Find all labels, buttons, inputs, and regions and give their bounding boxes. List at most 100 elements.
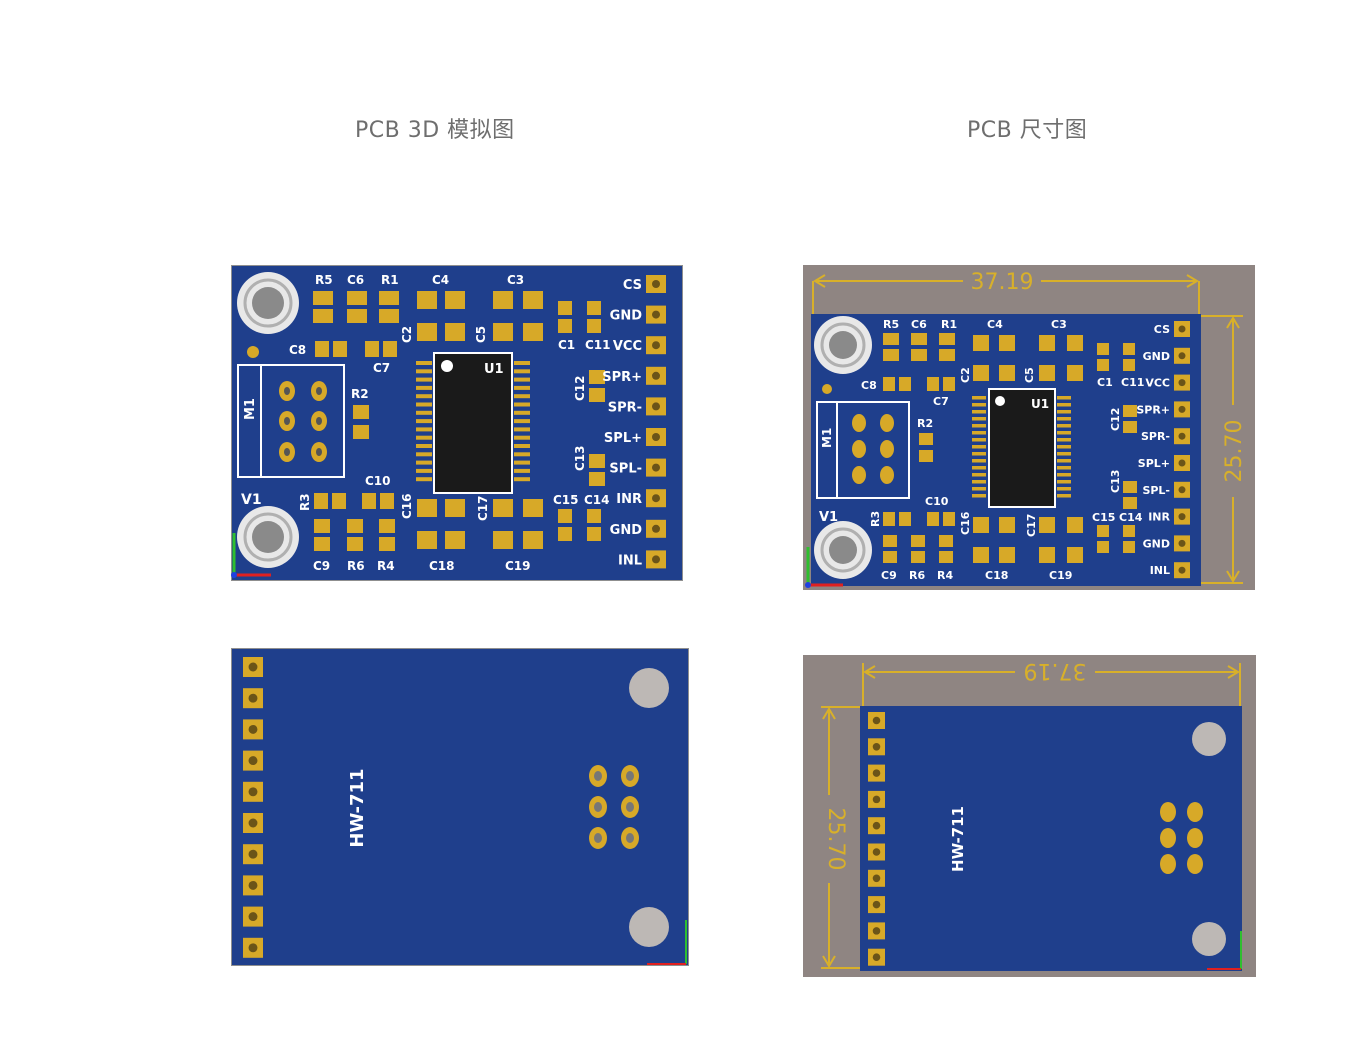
pin-7-splminus-label: SPL- <box>609 462 642 477</box>
edge-pad-hole <box>872 927 881 935</box>
ic-pin <box>972 410 986 414</box>
label-c5: C5 <box>1023 367 1036 383</box>
ic-pin <box>514 385 530 390</box>
ic-pin <box>1057 410 1071 414</box>
board-outline <box>231 648 689 966</box>
label-c15: C15 <box>1092 511 1115 524</box>
ic-pin <box>1057 487 1071 491</box>
ic-pin <box>514 394 530 399</box>
pin-2-gnd-label: GND <box>1143 350 1170 363</box>
m1-connector: M1 <box>816 401 910 499</box>
label-c1: C1 <box>1097 376 1113 389</box>
label-r4: R4 <box>937 569 953 582</box>
ic-pin <box>972 403 986 407</box>
connector-pads <box>1160 802 1203 874</box>
label-c2: C2 <box>400 326 414 343</box>
m1-label: M1 <box>820 428 834 448</box>
edge-pad-hole <box>248 818 258 828</box>
height-value: 25.70 <box>1222 420 1247 483</box>
ic-pin <box>1057 452 1071 456</box>
u1-ic: U1 <box>972 388 1071 508</box>
pin-2-gnd-hole <box>652 310 660 319</box>
edge-pad-hole <box>248 662 258 672</box>
ic-pin <box>514 468 530 473</box>
pin-3-vcc-hole <box>652 341 660 350</box>
edge-pad-hole <box>248 693 258 703</box>
label-r6: R6 <box>347 559 365 573</box>
m1-label: M1 <box>243 398 258 420</box>
label-r6: R6 <box>909 569 925 582</box>
ic-pin <box>1057 438 1071 442</box>
label-c12: C12 <box>1109 408 1122 431</box>
pin-2-gnd-hole <box>1178 352 1186 360</box>
mounting-hole-bottom <box>629 907 669 947</box>
smd-pads <box>313 291 605 551</box>
board-label: HW-711 <box>347 768 368 847</box>
ic-pin <box>514 410 530 415</box>
ic-pin <box>1057 445 1071 449</box>
label-r5: R5 <box>315 273 333 287</box>
fiducial-pad <box>822 384 832 394</box>
edge-pad-hole <box>872 848 881 856</box>
width-dimension <box>862 663 1241 706</box>
label-c16: C16 <box>400 493 414 519</box>
label-c11: C11 <box>1121 376 1144 389</box>
pin-7-splminus-label: SPL- <box>1142 484 1170 497</box>
ic-pin <box>514 444 530 448</box>
edge-pad-hole <box>872 900 881 909</box>
pin-8-inr-hole <box>652 494 660 503</box>
mounting-hole-bottom <box>1192 922 1226 956</box>
ic-pin <box>972 473 986 477</box>
label-c17: C17 <box>476 495 490 521</box>
label-c10: C10 <box>365 474 391 488</box>
ic-pin <box>416 468 432 473</box>
ic-pin <box>514 377 530 382</box>
ic-pin <box>416 410 432 415</box>
label-c8: C8 <box>289 343 306 357</box>
pcb-top-3d-view: M1 U1 R5 C6 <box>231 265 683 581</box>
pin-5-sprminus-hole <box>1178 432 1186 440</box>
label-r1: R1 <box>941 318 957 331</box>
width-value: 37.19 <box>971 270 1034 295</box>
ic-pin <box>416 435 432 440</box>
label-c1: C1 <box>558 338 575 352</box>
label-c13: C13 <box>1109 470 1122 493</box>
mounting-hole-top <box>814 316 872 374</box>
label-c5: C5 <box>474 326 488 343</box>
label-c11: C11 <box>585 338 611 352</box>
ic-pin <box>514 361 530 365</box>
ic-pin <box>416 460 432 465</box>
edge-pad-hole <box>872 821 881 830</box>
label-c17: C17 <box>1025 514 1038 537</box>
label-c14: C14 <box>1119 511 1143 524</box>
pin-7-splminus-hole <box>652 463 660 472</box>
ic-pin <box>416 452 432 457</box>
pcb-back-3d-view: HW-711 <box>231 648 689 966</box>
edge-pad-hole <box>872 743 881 751</box>
ic-pin <box>416 477 432 482</box>
pin-2-gnd-label: GND <box>610 309 643 324</box>
label-c4: C4 <box>432 273 449 287</box>
pcb-top-dimension-view: 37.19 25.70 M1 U1 <box>803 265 1255 590</box>
mounting-hole-top <box>629 668 669 708</box>
label-v1: V1 <box>819 510 838 525</box>
ic-pin <box>416 385 432 390</box>
label-c7: C7 <box>373 361 390 375</box>
ic-pin <box>972 445 986 449</box>
board-label: HW-711 <box>949 806 967 872</box>
pin-10-inl-hole <box>652 555 660 564</box>
axis-triad <box>805 547 843 588</box>
label-c7: C7 <box>933 395 949 408</box>
label-c4: C4 <box>987 318 1003 331</box>
ic-pin <box>514 369 530 374</box>
pin-6-splplus-label: SPL+ <box>1138 457 1170 470</box>
edge-pad-hole <box>248 849 258 859</box>
ic-pin <box>1057 424 1071 428</box>
u1-ic: U1 <box>416 352 530 494</box>
ic-pin <box>972 417 986 421</box>
label-c13: C13 <box>573 445 587 471</box>
pin-9-gnd-label: GND <box>1143 537 1170 550</box>
pin-5-sprminus-label: SPR- <box>608 400 642 415</box>
height-dimension <box>1201 315 1243 584</box>
label-c15: C15 <box>553 493 579 507</box>
